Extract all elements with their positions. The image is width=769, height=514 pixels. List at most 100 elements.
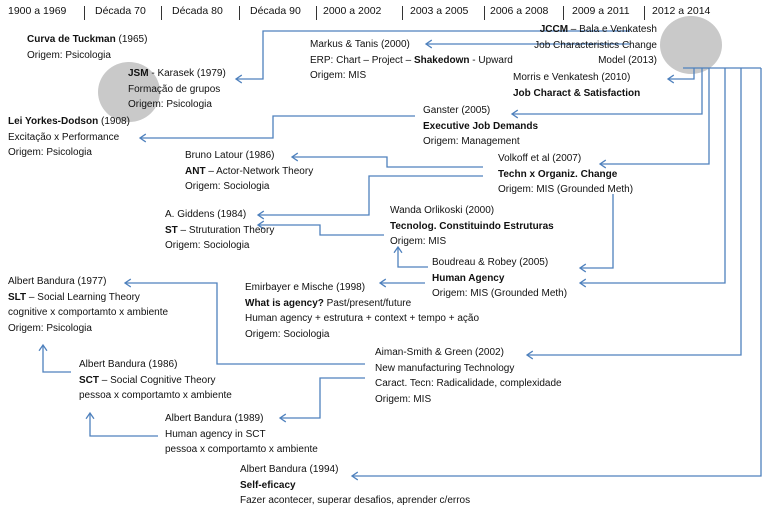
node-line: Caract. Tecn: Radicalidade, complexidade xyxy=(375,376,562,392)
arrowhead-icon xyxy=(578,278,587,288)
arrowhead-icon xyxy=(378,278,387,288)
node-text: Albert Bandura (1994) xyxy=(240,464,339,475)
node-text: - Karasek (1979) xyxy=(148,68,226,79)
connector-line xyxy=(125,282,365,365)
node-text: Origem: Psicologia xyxy=(27,49,111,61)
node-line: SCT – Social Cognitive Theory xyxy=(79,373,232,389)
node-text: Fazer acontecer, superar desafios, apren… xyxy=(240,495,471,506)
node-text: (1908) xyxy=(98,116,130,127)
node-title-bold: Shakedown xyxy=(413,54,470,66)
node-text: – Struturation Theory xyxy=(177,224,275,236)
node-line: New manufacturing Technology xyxy=(375,361,562,377)
node-line: Origem: MIS xyxy=(390,234,554,250)
node-line: SLT – Social Learning Theory xyxy=(8,290,168,306)
arrowhead-icon xyxy=(138,133,147,143)
node-line: Job Charact & Satisfaction xyxy=(513,86,640,102)
node-line: Albert Bandura (1994) xyxy=(240,462,470,478)
header-divider xyxy=(161,6,162,20)
period-header: Década 80 xyxy=(172,5,223,17)
node-text: Markus & Tanis (2000) xyxy=(310,39,410,50)
period-header: 2012 a 2014 xyxy=(652,5,711,17)
node-text: Origem: Sociologia xyxy=(245,328,330,340)
node-line: pessoa x comportamto x ambiente xyxy=(165,442,318,458)
node-text: pessoa x comportamto x ambiente xyxy=(165,444,318,455)
node-line: JCCM – Bala e Venkatesh xyxy=(534,22,657,38)
arrowhead-icon xyxy=(256,220,265,230)
arrowhead-icon xyxy=(598,159,607,169)
node-line: Markus & Tanis (2000) xyxy=(310,37,513,53)
arrowhead-icon xyxy=(85,411,95,420)
node-title-bold: JCCM xyxy=(539,24,569,35)
connector-line xyxy=(258,175,483,216)
node-text: Volkoff et al (2007) xyxy=(498,153,582,164)
arrowhead-icon xyxy=(424,39,433,49)
node-line: Ganster (2005) xyxy=(423,103,538,119)
period-header: Década 90 xyxy=(250,5,301,17)
node-text: – Social Cognitive Theory xyxy=(99,374,216,386)
node-line: Lei Yorkes-Dodson (1908) xyxy=(8,114,130,130)
node-text: Model (2013) xyxy=(598,55,657,66)
header-divider xyxy=(316,6,317,20)
node-text: Ganster (2005) xyxy=(423,105,491,116)
node-text: Albert Bandura (1989) xyxy=(165,413,264,424)
node-line: Albert Bandura (1986) xyxy=(79,357,232,373)
node-emirbayer: Emirbayer e Mische (1998) What is agency?… xyxy=(245,280,479,342)
node-text: (1965) xyxy=(115,34,148,45)
arrowhead-icon xyxy=(578,263,587,273)
node-line: ANT – Actor-Network Theory xyxy=(185,164,313,180)
node-text: Origem: Sociologia xyxy=(165,240,250,251)
arrowhead-icon xyxy=(393,245,403,254)
node-line: Human agency + estrutura + context + tem… xyxy=(245,311,479,327)
node-line: Model (2013) xyxy=(534,53,657,69)
node-title-bold: JSM xyxy=(128,68,149,79)
arrowhead-icon xyxy=(123,278,132,288)
node-line: JSM - Karasek (1979) xyxy=(128,66,226,82)
connector-line xyxy=(292,156,483,168)
arrowhead-icon xyxy=(290,152,299,162)
period-header: 2006 a 2008 xyxy=(490,5,549,17)
connector-line xyxy=(352,68,762,477)
node-line: Boudreau & Robey (2005) xyxy=(432,255,567,271)
node-line: cognitive x comportamto x ambiente xyxy=(8,305,168,321)
node-line: Origem: MIS xyxy=(310,68,513,84)
node-text: Emirbayer e Mische (1998) xyxy=(245,282,366,293)
node-text: Origem: Management xyxy=(423,136,520,147)
node-line: Emirbayer e Mische (1998) xyxy=(245,280,479,296)
node-line: Executive Job Demands xyxy=(423,119,538,135)
node-line: Aiman-Smith & Green (2002) xyxy=(375,345,562,361)
node-line: Tecnolog. Constituindo Estruturas xyxy=(390,219,554,235)
connector-line xyxy=(280,377,365,419)
node-title-bold: Self-eficacy xyxy=(240,479,296,491)
node-markus: Markus & Tanis (2000) ERP: Chart – Projec… xyxy=(310,37,513,84)
period-header: 2003 a 2005 xyxy=(410,5,469,17)
arrowhead-icon xyxy=(278,413,287,423)
node-tuckman: Curva de Tuckman (1965)Origem: Psicologi… xyxy=(27,32,147,63)
node-text: Excitação x Performance xyxy=(8,131,120,143)
node-text: Origem: MIS (Grounded Meth) xyxy=(432,288,568,299)
node-line: ST – Struturation Theory xyxy=(165,223,274,239)
connector-line xyxy=(580,68,726,284)
period-header: Década 70 xyxy=(95,5,146,17)
node-line: Morris e Venkatesh (2010) xyxy=(513,70,640,86)
header-divider xyxy=(402,6,403,20)
node-line: ERP: Chart – Project – Shakedown - Upwar… xyxy=(310,53,513,69)
node-line: Curva de Tuckman (1965) xyxy=(27,32,147,48)
node-title-bold: SCT xyxy=(79,374,99,386)
node-line: Albert Bandura (1989) xyxy=(165,411,318,427)
highlight-circle-karasek xyxy=(98,62,160,122)
connector-line xyxy=(600,68,710,165)
node-latour: Bruno Latour (1986)ANT – Actor-Network T… xyxy=(185,148,313,195)
node-text: Past/present/future xyxy=(323,297,412,309)
node-aiman: Aiman-Smith & Green (2002)New manufactur… xyxy=(375,345,562,407)
node-title-bold: What is agency? xyxy=(245,297,324,309)
node-title-bold: Job Charact & Satisfaction xyxy=(513,87,641,99)
node-title-bold: Tecnolog. Constituindo Estruturas xyxy=(390,220,554,232)
node-line: Origem: Sociologia xyxy=(245,327,479,343)
node-bandura1989: Albert Bandura (1989)Human agency in SCT… xyxy=(165,411,318,458)
node-giddens: A. Giddens (1984)ST – Struturation Theor… xyxy=(165,207,274,254)
